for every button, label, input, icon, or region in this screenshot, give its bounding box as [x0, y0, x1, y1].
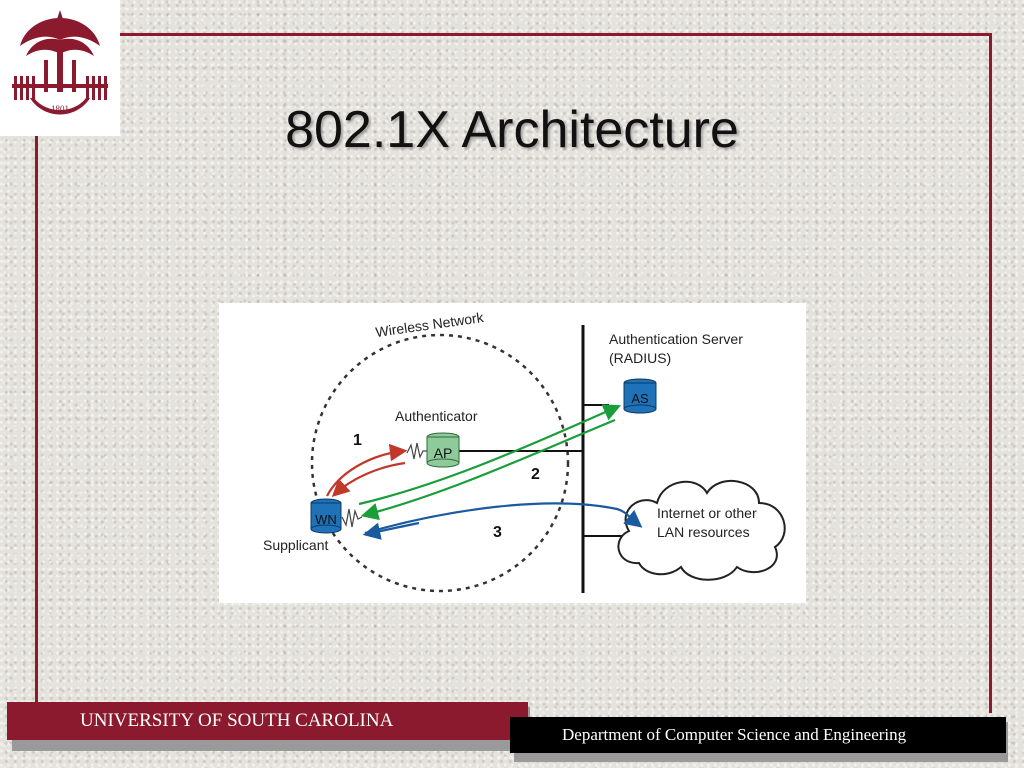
frame-top-border [35, 33, 992, 36]
as-server-node: AS [623, 378, 657, 414]
ap-node-label: AP [434, 445, 453, 461]
cloud-label-line2: LAN resources [657, 524, 750, 540]
frame-right-border [989, 33, 992, 713]
cloud-label-line1: Internet or other [657, 505, 757, 521]
step1-arrow-to-ap [326, 443, 408, 497]
authenticator-label: Authenticator [395, 408, 478, 424]
university-footer-bar: UNIVERSITY OF SOUTH CAROLINA [7, 702, 528, 740]
step2-arrow-to-as [358, 404, 622, 506]
logo-year: 1801 [51, 104, 69, 114]
supplicant-label: Supplicant [263, 537, 328, 553]
step1-label: 1 [353, 432, 362, 449]
palmetto-tree-icon: 1801 [12, 10, 108, 115]
wireless-network-label: Wireless Network [374, 309, 485, 340]
step3-arrow-to-wn [362, 521, 420, 540]
slide-title: 802.1X Architecture [285, 101, 739, 159]
radius-label: (RADIUS) [609, 350, 671, 366]
auth-server-label: Authentication Server [609, 331, 743, 347]
step3-label: 3 [493, 524, 502, 541]
as-node-label: AS [631, 391, 649, 406]
wn-node-label: WN [315, 512, 337, 527]
department-name: Department of Computer Science and Engin… [562, 725, 907, 744]
ap-node: AP [426, 432, 460, 468]
step1-arrow-to-wn [331, 461, 406, 498]
wn-antenna-icon [341, 508, 363, 528]
university-logo: 1801 [0, 0, 120, 136]
department-footer-bar: Department of Computer Science and Engin… [510, 717, 1006, 753]
step2-arrow-to-wn [360, 418, 616, 521]
architecture-diagram: Wireless Network AS Authentication Serve… [219, 303, 806, 603]
frame-left-border [35, 33, 38, 713]
wn-node: WN [310, 498, 342, 534]
step2-label: 2 [531, 466, 540, 483]
ap-antenna-icon [406, 442, 427, 460]
wireless-network-boundary [310, 333, 570, 593]
step3-arrow-to-cloud [364, 502, 643, 535]
university-name: UNIVERSITY OF SOUTH CAROLINA [80, 710, 394, 731]
